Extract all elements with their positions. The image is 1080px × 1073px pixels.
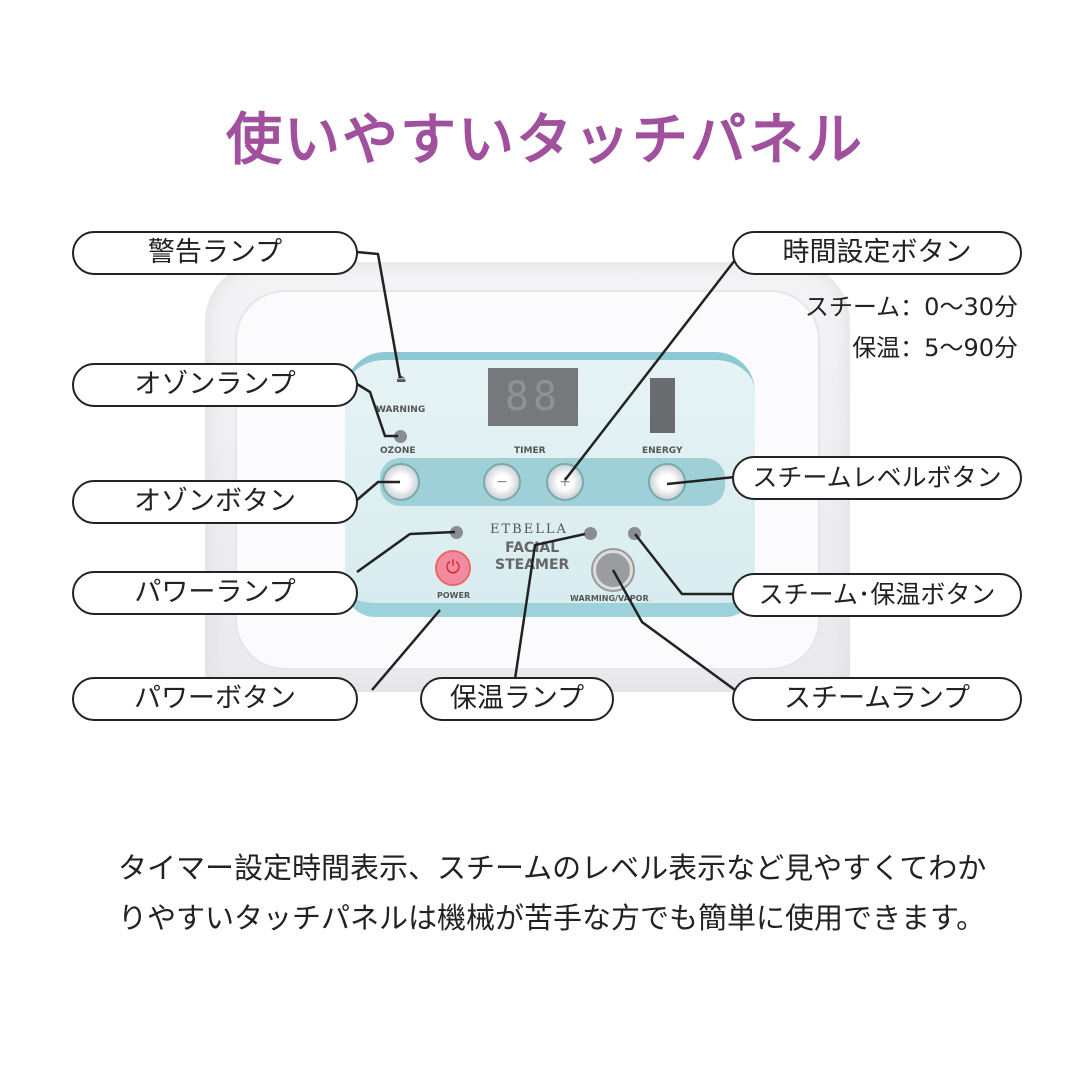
timer-spec-warming: 保温：5〜90分 (852, 334, 1018, 362)
leader-power-button (371, 609, 441, 691)
leader-ozone-lamp (356, 382, 398, 438)
warning-icon: ⏏ (396, 372, 407, 385)
label-ozone-button: オゾンボタン (72, 480, 358, 524)
ozone-label: OZONE (380, 446, 416, 456)
timer-plus-button[interactable]: + (546, 463, 584, 501)
label-steam-warming-button: スチーム･保温ボタン (732, 573, 1022, 617)
description: タイマー設定時間表示、スチームのレベル表示など見やすくてわかりやすいタッチパネル… (118, 851, 987, 935)
label-timer-button: 時間設定ボタン (732, 231, 1022, 275)
ozone-lamp (394, 430, 407, 443)
product-line-1: FACIAL (505, 540, 560, 556)
leader-warning (356, 250, 402, 379)
leader-steam-lamp (611, 569, 736, 692)
page-title: 使いやすいタッチパネル (226, 108, 864, 173)
label-steam-lamp: スチームランプ (732, 677, 1022, 721)
timer-minus-button[interactable]: − (483, 463, 521, 501)
label-power-lamp: パワーランプ (72, 571, 358, 615)
leader-ozone-button (356, 480, 400, 501)
power-button[interactable]: ⏻ (435, 550, 471, 586)
energy-label: ENERGY (642, 446, 683, 456)
energy-indicator (650, 378, 675, 433)
label-power-button: パワーボタン (72, 677, 358, 721)
power-icon: ⏻ (445, 557, 461, 578)
brand-logo: ETBELLA (490, 522, 568, 537)
timer-display: 88 (488, 368, 578, 426)
warming-vapor-label: WARMING/VAPOR (570, 594, 649, 603)
leader-steam-level (666, 475, 736, 486)
leader-power-lamp (356, 530, 456, 574)
label-steam-level-button: スチームレベルボタン (732, 456, 1022, 500)
timer-label: TIMER (514, 446, 546, 456)
warming-lamp (584, 527, 597, 540)
timer-spec-steam: スチーム：0〜30分 (804, 293, 1018, 321)
label-ozone-lamp: オゾンランプ (72, 363, 358, 407)
power-lamp (450, 526, 463, 539)
power-label: POWER (437, 591, 471, 600)
leader-timer (564, 259, 736, 481)
label-warning-lamp: 警告ランプ (72, 231, 358, 275)
leader-steam-warming (634, 533, 735, 596)
label-warming-lamp: 保温ランプ (420, 677, 614, 721)
warning-label: WARNING (376, 405, 426, 415)
leader-warming-lamp (513, 532, 586, 680)
